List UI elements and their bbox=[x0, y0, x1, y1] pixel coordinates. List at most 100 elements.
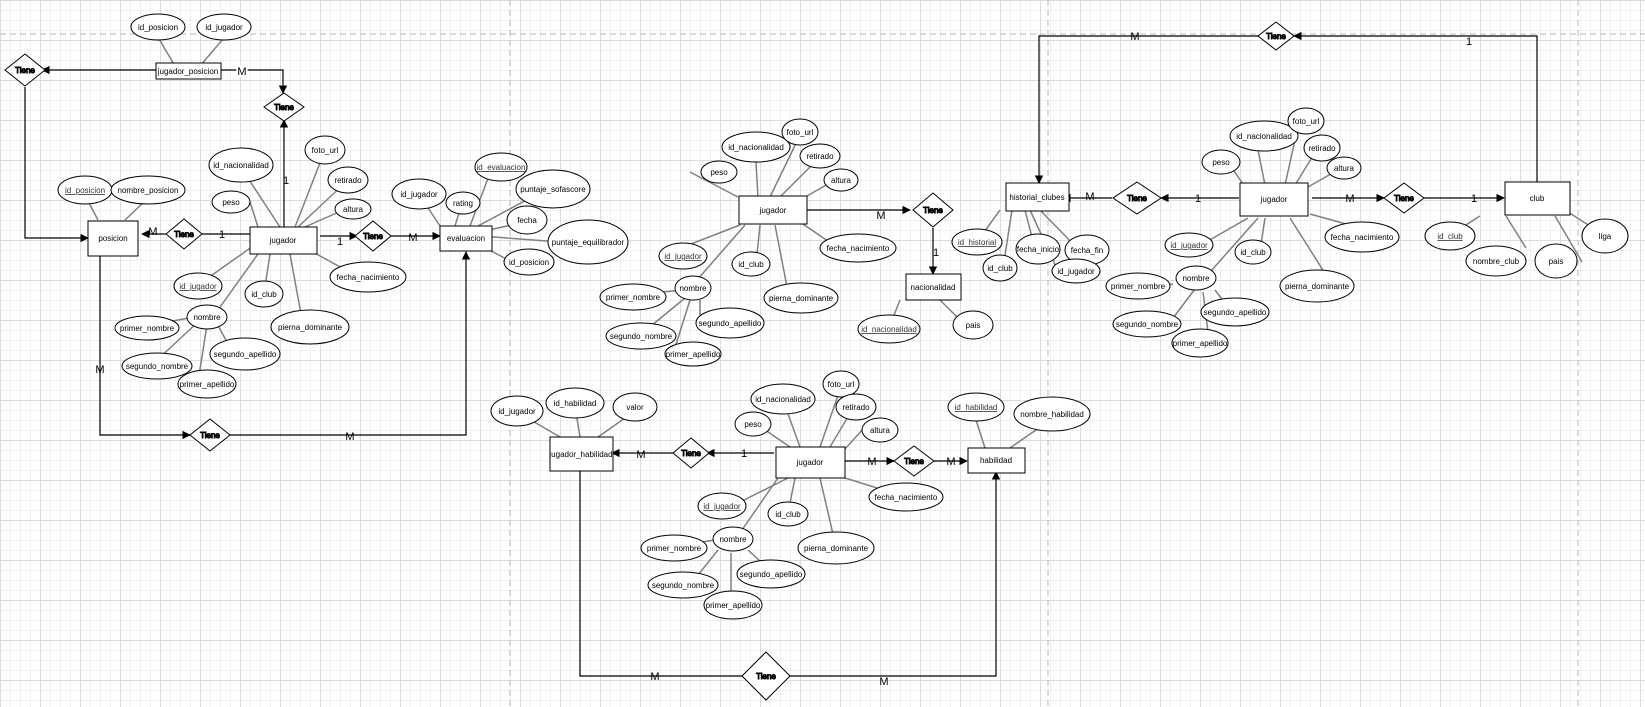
entity-historial-clubes[interactable]: historial_clubes bbox=[1005, 182, 1070, 212]
attribute-id-posicion[interactable]: id_posicion bbox=[130, 13, 186, 41]
attribute-primer-nombre[interactable]: primer_nombre bbox=[640, 534, 708, 562]
attribute-nombre-habilidad[interactable]: nombre_habilidad bbox=[1013, 396, 1091, 432]
attribute-segundo-nombre[interactable]: segundo_nombre bbox=[647, 571, 719, 599]
attribute-id-club[interactable]: id_club bbox=[731, 251, 771, 277]
attribute-pierna-dominante[interactable]: pierna_dominante bbox=[797, 531, 875, 565]
attribute-segundo-nombre[interactable]: segundo_nombre bbox=[605, 322, 677, 350]
entity-jugador[interactable]: jugador bbox=[1239, 182, 1309, 217]
attribute-retirado[interactable]: retirado bbox=[1303, 134, 1341, 162]
attribute-primer-apellido[interactable]: primer_apellido bbox=[703, 590, 763, 620]
relationship-tiene[interactable]: Tiene bbox=[893, 445, 935, 477]
entity-posicion[interactable]: posicion bbox=[87, 220, 139, 257]
attribute-pierna-dominante[interactable]: pierna_dominante bbox=[270, 309, 350, 345]
attribute-primer-nombre[interactable]: primer_nombre bbox=[1105, 272, 1171, 300]
relationship-tiene[interactable]: Tiene bbox=[165, 218, 203, 250]
relationship-tiene[interactable]: Tiene bbox=[189, 418, 231, 452]
attribute-foto-url[interactable]: foto_url bbox=[1287, 107, 1325, 135]
entity-jugador-posicion[interactable]: jugador_posicion bbox=[155, 62, 222, 80]
attribute-retirado[interactable]: retirado bbox=[835, 393, 877, 421]
attribute-segundo-apellido[interactable]: segundo_apellido bbox=[736, 559, 806, 589]
attribute-id-nacionalidad[interactable]: id_nacionalidad bbox=[1229, 120, 1299, 152]
entity-nacionalidad[interactable]: nacionalidad bbox=[905, 273, 962, 301]
attribute-primer-apellido[interactable]: primer_apellido bbox=[1171, 328, 1229, 358]
attribute-retirado[interactable]: retirado bbox=[327, 166, 369, 194]
attribute-fecha-nacimiento[interactable]: fecha_nacimiento bbox=[868, 482, 944, 512]
entity-club[interactable]: club bbox=[1504, 181, 1571, 216]
attribute-foto-url[interactable]: foto_url bbox=[822, 370, 860, 398]
entity-jugador-habilidad[interactable]: jugador_habilidad bbox=[548, 436, 614, 472]
attribute-segundo-apellido[interactable]: segundo_apellido bbox=[209, 337, 281, 371]
attribute-retirado[interactable]: retirado bbox=[799, 143, 841, 169]
attribute-id-club[interactable]: id_club bbox=[244, 280, 284, 308]
attribute-id-jugador[interactable]: id_jugador bbox=[173, 272, 223, 300]
attribute-pais[interactable]: pais bbox=[1534, 243, 1578, 279]
attribute-id-nacionalidad[interactable]: id_nacionalidad bbox=[750, 383, 816, 415]
attribute-fecha-nacimiento[interactable]: fecha_nacimiento bbox=[329, 261, 407, 293]
attribute-id-nacionalidad[interactable]: id_nacionalidad bbox=[857, 314, 921, 344]
attribute-segundo-apellido[interactable]: segundo_apellido bbox=[1200, 297, 1270, 327]
attribute-altura[interactable]: altura bbox=[861, 417, 899, 443]
attribute-id-nacionalidad[interactable]: id_nacionalidad bbox=[721, 131, 791, 163]
entity-jugador[interactable]: jugador bbox=[249, 226, 318, 255]
attribute-peso[interactable]: peso bbox=[700, 160, 738, 184]
attribute-segundo-nombre[interactable]: segundo_nombre bbox=[121, 352, 193, 380]
attribute-puntaje-sofascore[interactable]: puntaje_sofascore bbox=[515, 169, 591, 209]
attribute-foto-url[interactable]: foto_url bbox=[781, 118, 819, 146]
relationship-tiene[interactable]: Tiene bbox=[1383, 182, 1425, 214]
relationship-tiene[interactable]: Tiene bbox=[1112, 181, 1162, 215]
attribute-primer-apellido[interactable]: primer_apellido bbox=[664, 341, 722, 367]
attribute-id-historial[interactable]: id_historial bbox=[951, 228, 1003, 256]
attribute-id-club[interactable]: id_club bbox=[1234, 239, 1272, 265]
attribute-id-club[interactable]: id_club bbox=[767, 501, 809, 527]
attribute-id-jugador[interactable]: id_jugador bbox=[1051, 258, 1101, 284]
entity-evaluacion[interactable]: evaluacion bbox=[439, 225, 493, 252]
attribute-id-jugador[interactable]: id_jugador bbox=[658, 242, 708, 270]
attribute-altura[interactable]: altura bbox=[823, 168, 859, 192]
attribute-nombre[interactable]: nombre bbox=[674, 275, 712, 301]
attribute-id-club[interactable]: id_club bbox=[982, 254, 1018, 282]
attribute-peso[interactable]: peso bbox=[211, 190, 251, 214]
attribute-pierna-dominante[interactable]: pierna_dominante bbox=[1279, 269, 1355, 303]
attribute-fecha-inicio[interactable]: fecha_inicio bbox=[1015, 233, 1061, 265]
attribute-nombre[interactable]: nombre bbox=[186, 304, 228, 330]
attribute-altura[interactable]: altura bbox=[334, 198, 372, 220]
attribute-foto-url[interactable]: foto_url bbox=[304, 135, 346, 165]
attribute-id-jugador[interactable]: id_jugador bbox=[391, 178, 447, 210]
relationship-tiene[interactable]: Tiene bbox=[672, 437, 710, 469]
attribute-id-club[interactable]: id_club bbox=[1424, 221, 1476, 251]
relationship-tiene[interactable]: Tiene bbox=[4, 53, 46, 87]
relationship-tiene[interactable]: Tiene bbox=[354, 220, 392, 252]
attribute-rating[interactable]: rating bbox=[445, 191, 481, 215]
relationship-tiene[interactable]: Tiene bbox=[912, 192, 954, 228]
attribute-fecha-nacimiento[interactable]: fecha_nacimiento bbox=[819, 233, 897, 263]
attribute-primer-nombre[interactable]: primer_nombre bbox=[599, 283, 667, 311]
attribute-pierna-dominante[interactable]: pierna_dominante bbox=[763, 282, 839, 314]
attribute-peso[interactable]: peso bbox=[1201, 149, 1241, 175]
attribute-id-posicion[interactable]: id_posicion bbox=[57, 175, 113, 205]
attribute-fecha-nacimiento[interactable]: fecha_nacimiento bbox=[1324, 221, 1400, 253]
attribute-puntaje-equilibrador[interactable]: puntaje_equilibrador bbox=[547, 219, 629, 265]
attribute-fecha[interactable]: fecha bbox=[506, 205, 548, 235]
attribute-id-jugador[interactable]: id_jugador bbox=[490, 395, 544, 427]
attribute-valor[interactable]: valor bbox=[612, 392, 658, 422]
relationship-tiene[interactable]: Tiene bbox=[263, 92, 305, 122]
attribute-id-jugador[interactable]: id_jugador bbox=[196, 13, 252, 41]
attribute-nombre[interactable]: nombre bbox=[1175, 265, 1217, 291]
attribute-id-habilidad[interactable]: id_habilidad bbox=[947, 392, 1005, 422]
attribute-nombre-club[interactable]: nombre_club bbox=[1465, 245, 1527, 277]
attribute-primer-nombre[interactable]: primer_nombre bbox=[114, 315, 180, 341]
relationship-tiene[interactable]: Tiene bbox=[1257, 21, 1295, 51]
attribute-segundo-apellido[interactable]: segundo_apellido bbox=[695, 307, 765, 339]
attribute-id-nacionalidad[interactable]: id_nacionalidad bbox=[208, 147, 274, 183]
attribute-altura[interactable]: altura bbox=[1326, 156, 1362, 180]
attribute-segundo-nombre[interactable]: segundo_nombre bbox=[1112, 310, 1182, 338]
attribute-peso[interactable]: peso bbox=[734, 411, 772, 437]
attribute-primer-apellido[interactable]: primer_apellido bbox=[177, 369, 237, 399]
attribute-id-jugador[interactable]: id_jugador bbox=[697, 492, 747, 520]
entity-jugador[interactable]: jugador bbox=[775, 446, 846, 479]
attribute-id-habilidad[interactable]: id_habilidad bbox=[545, 387, 605, 419]
attribute-nombre[interactable]: nombre bbox=[712, 526, 754, 552]
attribute-id-posicion[interactable]: id_posicion bbox=[503, 248, 555, 276]
attribute-liga[interactable]: liga bbox=[1581, 218, 1629, 254]
